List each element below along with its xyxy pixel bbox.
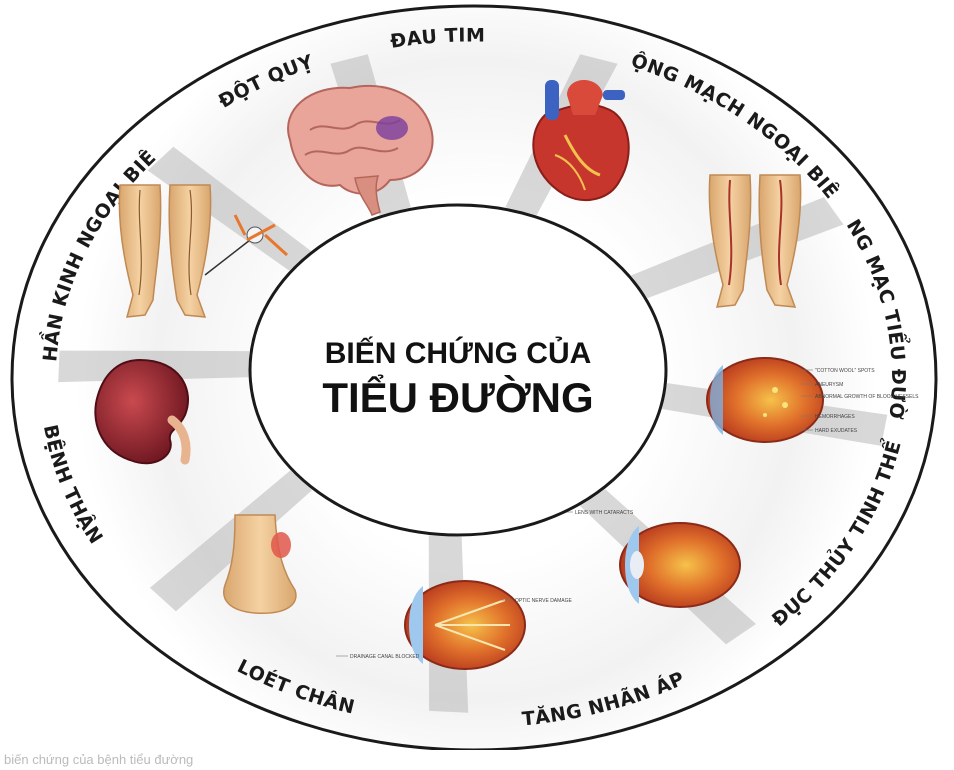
segment-divider <box>149 470 313 612</box>
center-title-line1: BIẾN CHỨNG CỦA <box>325 336 592 370</box>
complications-wheel: ĐAU TIMĐỘNG MẠCH NGOẠI BIÊNVÕNG MẠC TIỂU… <box>0 0 938 750</box>
heart-icon <box>532 80 630 201</box>
brain-icon <box>287 84 434 216</box>
glaucoma-eye-icon: DRAINAGE CANAL BLOCKED OPTIC NERVE DAMAGE <box>336 580 573 670</box>
legs-nerves-icon <box>118 184 289 318</box>
annotation-label: DRAINAGE CANAL BLOCKED <box>350 654 420 660</box>
caption-text: biến chứng của bệnh tiểu đường <box>4 752 194 767</box>
annotation-label: ABNORMAL GROWTH OF BLOOD VESSELS <box>815 394 919 400</box>
annotation-label: OPTIC NERVE DAMAGE <box>515 598 573 604</box>
annotation-label: "COTTON WOOL" SPOTS <box>815 368 875 374</box>
annotation-label: HEMORRHAGES <box>815 414 855 420</box>
foot-ulcer-icon <box>223 514 297 614</box>
center-circle <box>248 203 668 537</box>
annotation-label: LENS WITH CATARACTS <box>575 510 634 516</box>
annotation-label: ANEURYSM <box>815 382 843 388</box>
retina-eye-icon: "COTTON WOOL" SPOTS ANEURYSM ABNORMAL GROW… <box>706 357 919 443</box>
legs-arteries-icon <box>708 174 802 308</box>
cataract-eye-icon: LENS WITH CATARACTS <box>561 510 741 608</box>
annotation-label: HARD EXUDATES <box>815 428 858 434</box>
center-title-line2: TIỂU ĐƯỜNG <box>322 373 593 421</box>
kidney-icon <box>94 358 191 465</box>
